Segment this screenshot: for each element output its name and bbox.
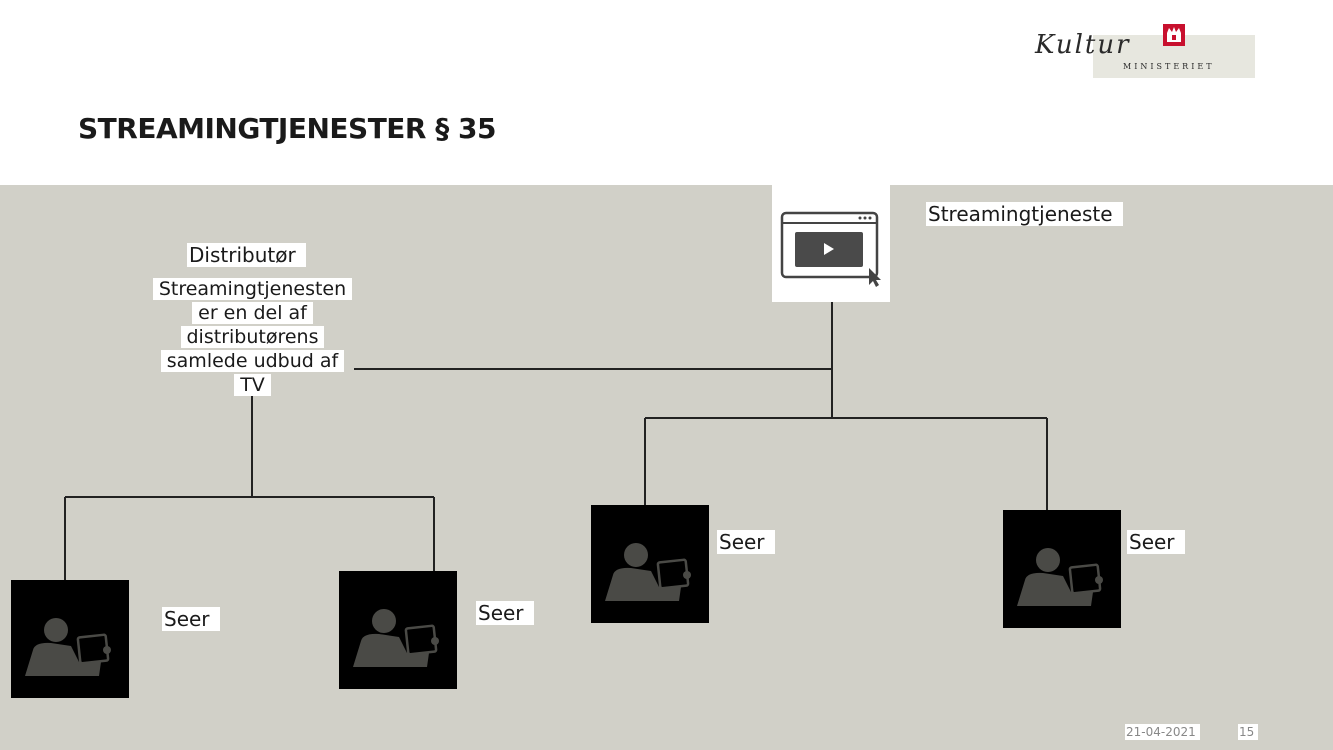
viewer-tablet-icon bbox=[605, 543, 691, 601]
viewer-node bbox=[591, 505, 709, 623]
ministry-logo: Kultur MINISTERIET bbox=[1035, 22, 1257, 80]
viewer-node bbox=[11, 580, 129, 698]
slide-title: STREAMINGTJENESTER § 35 bbox=[78, 112, 496, 145]
description-line: samlede udbud af bbox=[160, 350, 345, 372]
viewer-tablet-icon bbox=[353, 609, 439, 667]
viewer-label: Seer bbox=[1127, 530, 1185, 554]
viewer-tablet-icon bbox=[1017, 548, 1103, 606]
description-line: TV bbox=[234, 374, 271, 396]
viewer-label: Seer bbox=[476, 601, 534, 625]
browser-video-icon bbox=[780, 211, 881, 287]
description-line: Streamingtjenesten bbox=[152, 278, 353, 300]
viewer-label: Seer bbox=[717, 530, 775, 554]
viewer-tablet-icon bbox=[25, 618, 111, 676]
viewer-label: Seer bbox=[162, 607, 220, 631]
viewer-node bbox=[1003, 510, 1121, 628]
streaming-service-label: Streamingtjeneste bbox=[926, 202, 1123, 226]
logo-script: Kultur bbox=[1035, 30, 1131, 60]
viewer-node bbox=[339, 571, 457, 689]
crown-icon bbox=[1163, 24, 1185, 46]
footer-page-number: 15 bbox=[1238, 724, 1259, 740]
description-line: er en del af bbox=[192, 302, 313, 324]
distributor-description: Streamingtjenesten er en del af distribu… bbox=[140, 277, 365, 397]
header-area bbox=[0, 0, 1333, 185]
logo-subtitle: MINISTERIET bbox=[1123, 62, 1215, 71]
description-line: distributørens bbox=[180, 326, 325, 348]
distributor-label: Distributør bbox=[187, 243, 306, 267]
footer-date: 21-04-2021 bbox=[1125, 724, 1200, 740]
streaming-service-node bbox=[772, 185, 890, 302]
